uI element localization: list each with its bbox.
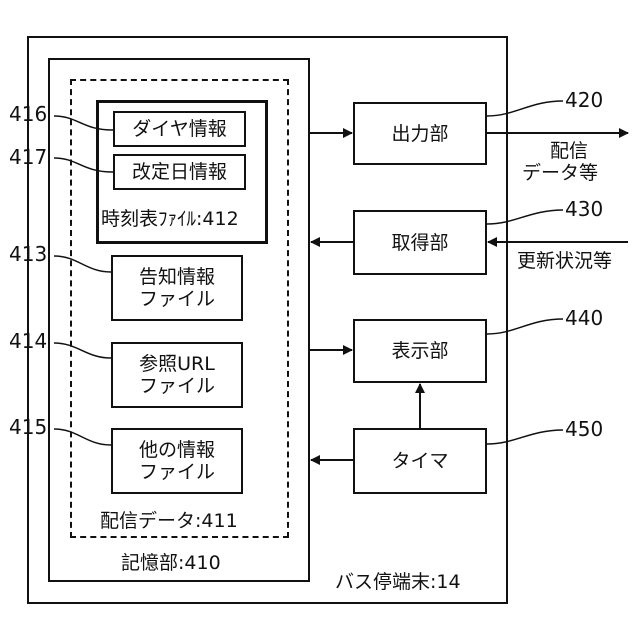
leader-413 (54, 256, 111, 272)
leader-417 (54, 158, 113, 172)
leader-416 (54, 116, 113, 130)
leader-414 (54, 343, 111, 358)
leader-420 (487, 101, 563, 116)
leader-450 (487, 430, 563, 444)
leader-430 (487, 210, 563, 224)
leader-415 (54, 429, 111, 445)
leader-440 (487, 319, 563, 334)
